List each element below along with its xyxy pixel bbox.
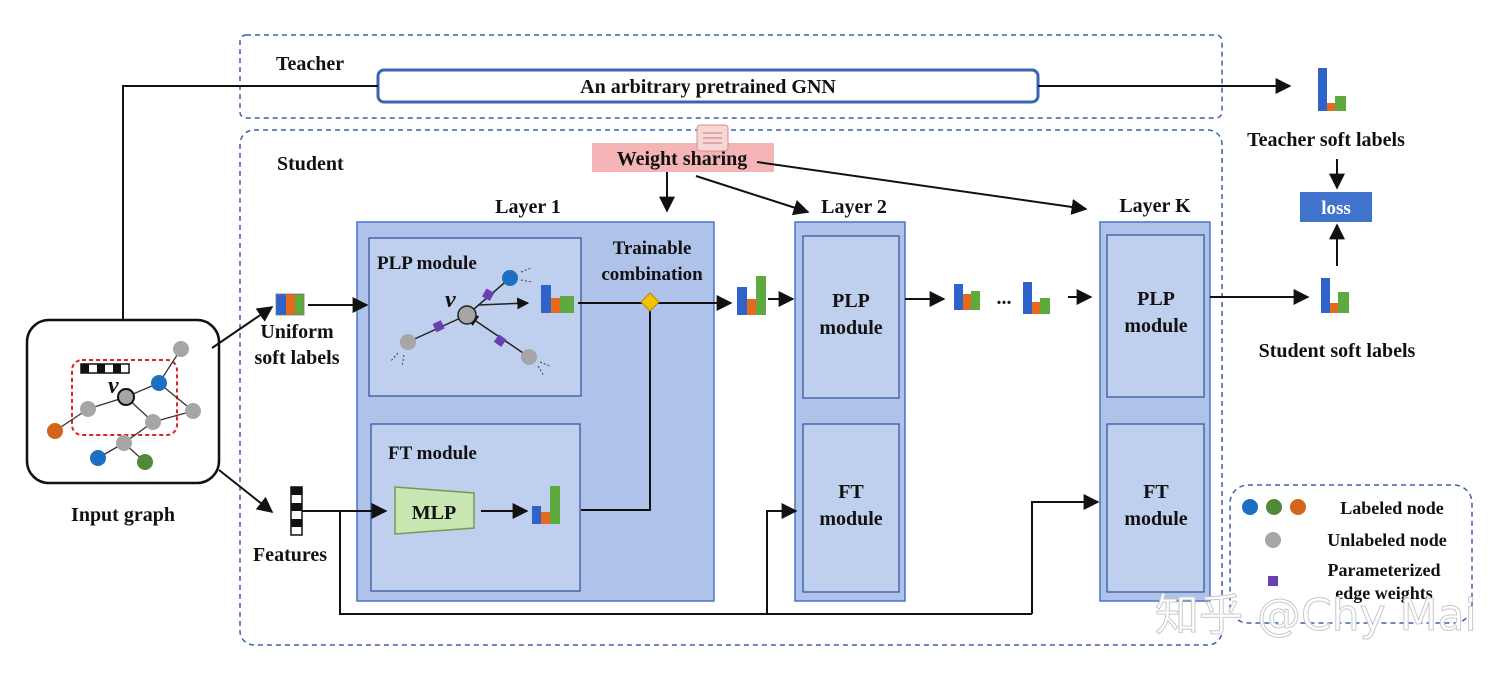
loss-label: loss: [1321, 198, 1351, 219]
combo-label-line2: combination: [601, 264, 703, 285]
layerk-ft-box: [1106, 423, 1205, 593]
features-bus-line: [339, 511, 1032, 615]
teacher-soft-labels-caption: Teacher soft labels: [1247, 129, 1405, 151]
graph-to-features-arrow: [218, 469, 274, 513]
student-soft-labels-caption: Student soft labels: [1259, 340, 1416, 362]
layerk-ft-line1: FT: [1143, 481, 1169, 503]
layer1-output-bars-icon: [737, 276, 766, 315]
legend-edge-line2: edge weights: [1335, 583, 1433, 603]
legend-edge-weight-icon: [1268, 576, 1278, 586]
teacher-box: [239, 34, 1223, 119]
layerk-plp-line2: module: [1124, 315, 1187, 337]
combo-label-line1: Trainable: [613, 238, 692, 259]
layerk-title: Layer K: [1119, 195, 1191, 217]
layer-k-minus-1-bars-icon: [1023, 282, 1050, 314]
bus-to-layer2-ft-arrow: [766, 503, 798, 614]
teacher-soft-labels-bars-icon: [1318, 68, 1346, 111]
layerk-ft-line2: module: [1124, 508, 1187, 530]
connectors: [122, 78, 1345, 615]
legend-unlabeled: Unlabeled node: [1327, 530, 1447, 550]
layer1-ft-title: FT module: [388, 443, 477, 464]
input-graph-caption: Input graph: [71, 504, 175, 526]
layer2-plp-box: [802, 235, 900, 399]
legend-labeled: Labeled node: [1340, 498, 1444, 518]
layer1-plp-title: PLP module: [377, 253, 477, 274]
plp-node-v: v: [445, 287, 456, 313]
layerk-plp-line1: PLP: [1137, 288, 1175, 310]
layer2-plp-line1: PLP: [832, 290, 870, 312]
watermark: 知乎 @Chy Mai: [1155, 590, 1477, 641]
mlp-shape: [394, 486, 475, 535]
student-title: Student: [277, 153, 344, 175]
uniform-soft-labels-bars-icon: [275, 293, 305, 316]
legend-blue-node-icon: [1242, 499, 1258, 515]
uniform-soft-labels-line1: Uniform: [260, 321, 334, 343]
layer2-ft-line2: module: [819, 508, 882, 530]
legend-green-node-icon: [1266, 499, 1282, 515]
combination-diamond-icon: [640, 292, 660, 312]
input-to-teacher-line: [122, 85, 378, 320]
input-feature-strip: [80, 363, 130, 374]
teacher-title: Teacher: [276, 53, 344, 75]
weight-sharing-label: Weight sharing: [617, 148, 748, 170]
weight-sharing-to-layer2-arrow: [695, 175, 810, 216]
layer2-ft-line1: FT: [838, 481, 864, 503]
weight-sharing-to-layerk-arrow: [756, 161, 1088, 215]
plp-mini-graph: v: [389, 267, 551, 377]
feature-vector: [290, 486, 303, 536]
layer2-output-bars-icon: [954, 284, 980, 310]
gnn-label: An arbitrary pretrained GNN: [580, 76, 836, 98]
bus-to-layerk-ft-arrow: [1031, 494, 1100, 614]
graph-to-uniform-arrow: [211, 306, 274, 349]
student-box: [239, 129, 1223, 646]
input-graph-node-v: v: [108, 373, 119, 399]
loss-box: [1300, 192, 1372, 222]
weight-sharing-box: [592, 143, 774, 172]
legend-orange-node-icon: [1290, 499, 1306, 515]
features-caption: Features: [253, 544, 327, 566]
legend-box: [1229, 484, 1473, 624]
ft-to-combo-line: [581, 311, 651, 511]
plp-output-bars-icon: [541, 285, 574, 313]
legend-edge-line1: Parameterized: [1328, 560, 1441, 580]
ellipsis: ...: [997, 287, 1012, 309]
layer1-title: Layer 1: [495, 196, 561, 218]
layerk-plp-box: [1106, 234, 1205, 398]
mlp-label: MLP: [412, 502, 456, 524]
input-graph-network: [47, 341, 201, 470]
mlp-output-bars-icon: [532, 486, 560, 524]
layer2-plp-line2: module: [819, 317, 882, 339]
legend-gray-node-icon: [1265, 532, 1281, 548]
student-soft-labels-bars-icon: [1321, 278, 1349, 313]
uniform-soft-labels-line2: soft labels: [255, 347, 340, 369]
layer2-ft-box: [802, 423, 900, 593]
layer2-title: Layer 2: [821, 196, 887, 218]
note-icon: [696, 124, 729, 152]
